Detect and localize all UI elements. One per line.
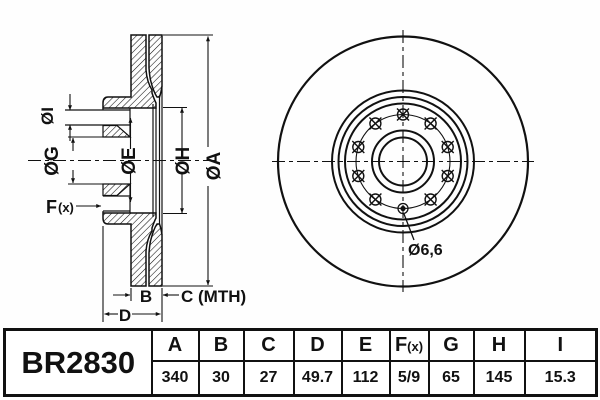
dim-label-b: B — [140, 287, 152, 306]
spec-table: BR2830 A B C D E F(x) G H I 340 30 27 49… — [3, 328, 598, 397]
col-header-b: B — [197, 328, 245, 362]
dim-label-c: C (MTH) — [181, 287, 246, 306]
value-c: 27 — [242, 360, 295, 397]
value-g: 65 — [427, 360, 475, 397]
lug-hole — [368, 193, 382, 206]
col-header-h: H — [472, 328, 526, 362]
lug-hole — [441, 169, 455, 183]
cross-section-view: ØI ØG ØE ØH ØA F (x) B C (MTH) D — [28, 34, 246, 325]
col-header-d: D — [292, 328, 343, 362]
hub-detail — [65, 108, 132, 213]
lug-hole — [424, 117, 438, 130]
front-view: Ø6,6 — [272, 30, 534, 292]
hub-circle-2 — [337, 96, 469, 227]
lug-hole — [351, 140, 365, 154]
lug-hole — [424, 193, 438, 206]
dim-label-f-sub: (x) — [58, 200, 74, 215]
value-e: 112 — [340, 360, 391, 397]
value-a: 340 — [150, 360, 200, 397]
col-header-c: C — [242, 328, 295, 362]
lug-hole — [368, 117, 382, 130]
col-header-f: F(x) — [388, 328, 430, 362]
value-h: 145 — [472, 360, 526, 397]
dim-label-e: ØE — [119, 147, 140, 174]
lug-holes — [351, 108, 455, 206]
value-b: 30 — [197, 360, 245, 397]
center-bore-circle-outer — [371, 129, 435, 194]
pilot-hole-label: Ø6,6 — [408, 242, 443, 259]
section-lower-inboard-ring — [148, 223, 163, 287]
section-lower-outboard-ring — [102, 212, 157, 287]
part-number-cell: BR2830 — [3, 328, 153, 397]
hub-wedge-upper — [102, 124, 132, 138]
dimension-lines — [68, 36, 210, 316]
technical-drawing: ØI ØG ØE ØH ØA F (x) B C (MTH) D — [28, 30, 534, 325]
dim-label-i: ØI — [38, 107, 57, 125]
lug-hole — [441, 140, 455, 154]
dim-label-g: ØG — [42, 146, 63, 176]
value-i: 15.3 — [523, 360, 598, 397]
section-upper-inboard-ring — [148, 34, 163, 98]
dim-label-f: F — [46, 197, 57, 217]
value-d: 49.7 — [292, 360, 343, 397]
col-header-e: E — [340, 328, 391, 362]
lug-hole — [396, 108, 410, 121]
col-header-g: G — [427, 328, 475, 362]
outer-diameter-circle — [276, 35, 530, 288]
section-upper-outboard-ring — [102, 34, 157, 109]
hub-wedge-lower — [102, 183, 132, 197]
col-header-a: A — [150, 328, 200, 362]
pilot-hole — [397, 202, 415, 241]
value-f: 5/9 — [388, 360, 430, 397]
hub-circle-1 — [331, 89, 475, 234]
dim-label-d: D — [119, 306, 131, 325]
dim-label-a: ØA — [204, 151, 225, 180]
col-header-i: I — [523, 328, 598, 362]
dim-label-h: ØH — [173, 147, 194, 176]
hat-cone-lines — [152, 86, 163, 235]
lug-hole — [351, 169, 365, 183]
hub-circle-3 — [344, 102, 462, 221]
pilot-hole-leader — [403, 213, 415, 241]
extension-lines — [68, 34, 213, 322]
center-bore-circle — [378, 136, 428, 187]
